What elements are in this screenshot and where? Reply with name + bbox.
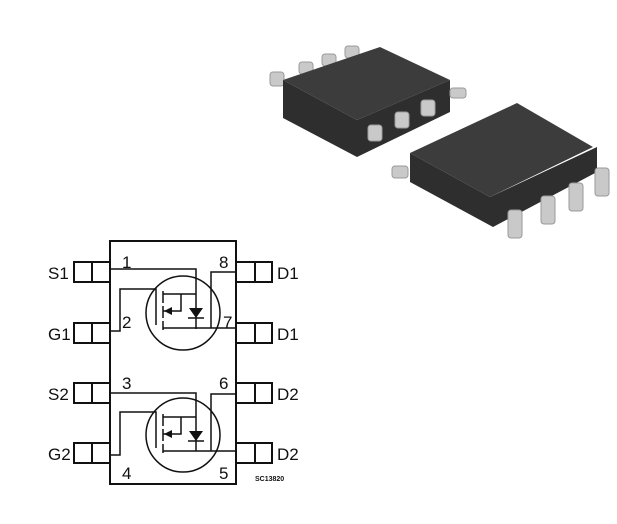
- drawing-code: SC13820: [255, 476, 284, 483]
- pin-number-4: 4: [122, 464, 131, 483]
- pin-number-8: 8: [219, 253, 228, 272]
- pin-label-d2-6: D2: [277, 385, 299, 404]
- pin-number-7: 7: [223, 313, 232, 332]
- pin-label-d1-7: D1: [277, 325, 299, 344]
- pin-number-2: 2: [122, 313, 131, 332]
- left-pin-boxes: [73, 261, 111, 464]
- pin-number-3: 3: [122, 374, 131, 393]
- pin-number-1: 1: [122, 253, 131, 272]
- pin-label-g1: G1: [48, 325, 71, 344]
- package-outline: [109, 240, 237, 485]
- pin-number-6: 6: [219, 374, 228, 393]
- so8-chip-photo-back: [269, 45, 467, 157]
- mosfet-1-symbol: [111, 268, 236, 351]
- pin-number-5: 5: [219, 464, 228, 483]
- pin-label-g2: G2: [48, 445, 71, 464]
- pin-label-d1-8: D1: [277, 264, 299, 283]
- mosfet-2-symbol: [111, 392, 236, 473]
- right-pin-boxes: [235, 261, 273, 464]
- pin-label-s2: S2: [48, 385, 69, 404]
- pin-label-s1: S1: [48, 264, 69, 283]
- pin-label-d2-5: D2: [277, 445, 299, 464]
- pinout-schematic: S1 G1 S2 G2 D1 D1 D2 D2 1 2 3 4 8 7 6 5 …: [48, 240, 299, 485]
- so8-chip-photo-front: [391, 103, 610, 239]
